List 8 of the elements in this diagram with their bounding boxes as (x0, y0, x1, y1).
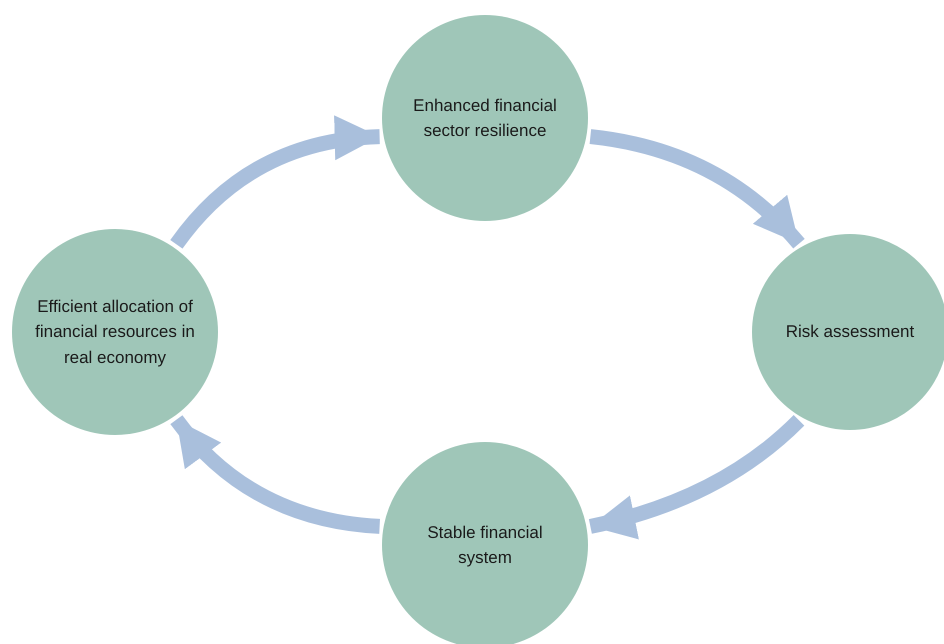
node-label: Enhanced financial sector resilience (412, 94, 558, 142)
curved-arrow (170, 415, 380, 534)
node-label: Efficient allocation of financial resources in real economy (34, 296, 196, 369)
node-label: Stable financial system (426, 522, 544, 569)
curved-arrow (170, 116, 380, 249)
curved-arrow (588, 414, 804, 538)
node-label: Risk assessment (786, 321, 914, 344)
curved-arrow (589, 129, 805, 249)
